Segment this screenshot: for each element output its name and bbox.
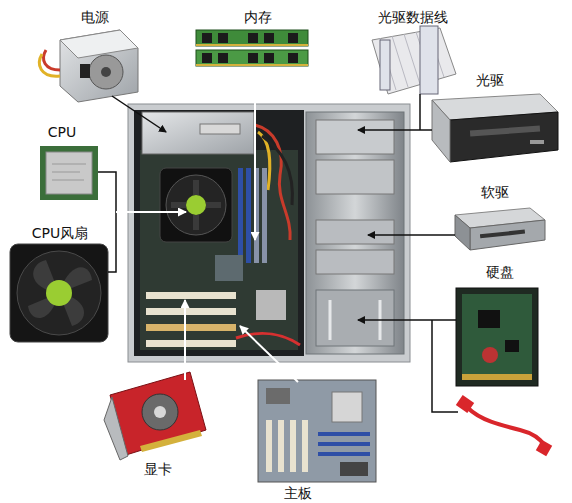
part-name: CPU风扇 <box>32 225 88 241</box>
leader-lines <box>98 68 458 412</box>
dvd-drive-photo <box>432 94 558 162</box>
motherboard-photo <box>258 380 376 482</box>
ram-photo <box>196 30 308 66</box>
part-name: 内存 <box>244 9 272 25</box>
psu-photo <box>39 30 138 102</box>
part-name: 软驱 <box>481 184 509 200</box>
pc-case <box>128 104 410 362</box>
part-name: CPU <box>48 124 76 140</box>
part-name: 电源 <box>81 9 109 25</box>
cpu-fan-photo <box>10 244 108 342</box>
part-name: 硬盘 <box>486 264 514 280</box>
cpu-photo <box>40 146 98 200</box>
hard-disk-photo <box>456 288 538 386</box>
sata-cable-photo <box>456 395 552 456</box>
floppy-drive-photo <box>455 208 545 250</box>
part-name: 主板 <box>284 485 312 501</box>
part-name: 显卡 <box>144 461 172 477</box>
part-name: 光驱数据线 <box>378 9 448 25</box>
part-name: 光驱 <box>476 72 504 88</box>
ribbon-cable-photo <box>372 26 456 94</box>
graphics-card-photo <box>104 372 206 460</box>
